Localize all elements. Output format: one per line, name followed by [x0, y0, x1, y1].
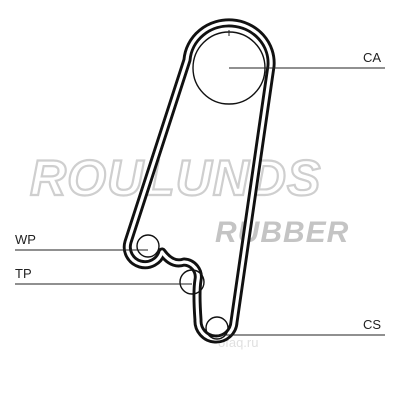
label-water-pump: WP	[15, 232, 36, 247]
leader-lines	[15, 67, 385, 336]
watermark-sub: RUBBER	[215, 216, 349, 249]
belt-inner-line	[125, 21, 273, 341]
label-tensioner: TP	[15, 266, 32, 281]
timing-belt	[122, 18, 276, 344]
label-camshaft: CA	[363, 50, 381, 65]
watermark: ROULUNDS RUBBER ofaq.ru	[29, 149, 349, 350]
crankshaft-pulley	[205, 316, 229, 340]
watermark-brand: ROULUNDS	[30, 150, 321, 206]
tensioner-pulley	[179, 269, 205, 295]
label-crankshaft: CS	[363, 317, 381, 332]
water-pump-pulley	[136, 234, 160, 258]
labels: CA WP TP CS	[15, 50, 381, 332]
